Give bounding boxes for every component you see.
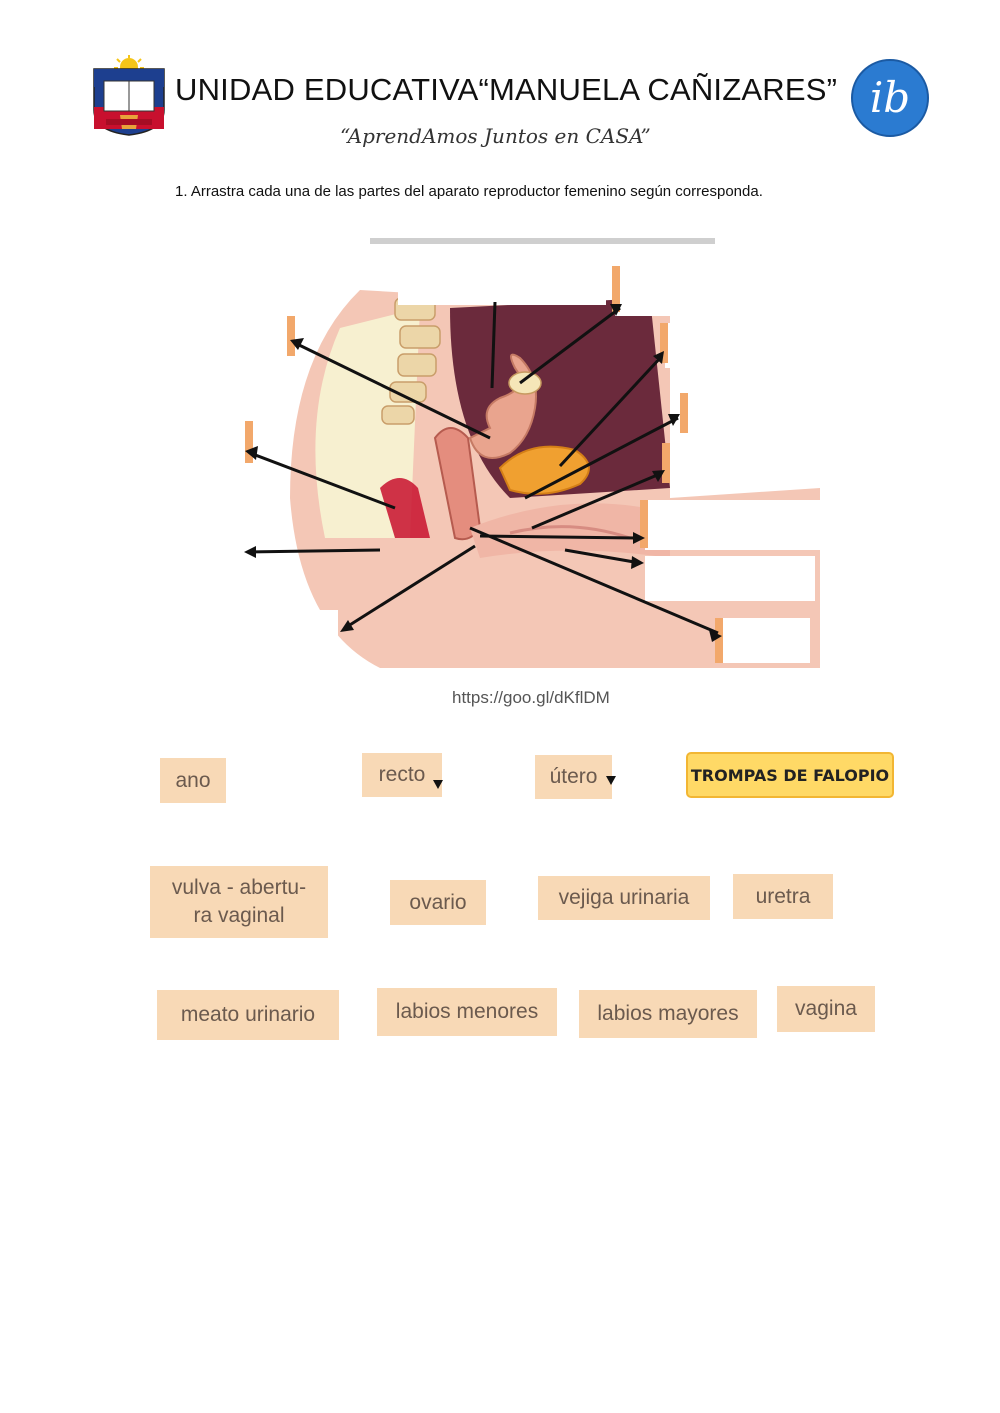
word-labios-menores[interactable]: labios menores (377, 988, 557, 1036)
ib-logo: ib (850, 58, 930, 138)
word-ovario[interactable]: ovario (390, 880, 486, 925)
word-recto[interactable]: recto (362, 753, 442, 797)
instruction-text: 1. Arrastra cada una de las partes del a… (175, 183, 763, 200)
word-utero[interactable]: útero (535, 755, 612, 799)
ib-logo-text: ib (870, 73, 910, 122)
school-crest-logo (90, 55, 168, 137)
word-uretra[interactable]: uretra (733, 874, 833, 919)
arrow-fragment-icon (433, 780, 443, 789)
word-ano[interactable]: ano (160, 758, 226, 803)
word-labios-mayores[interactable]: labios mayores (579, 990, 757, 1038)
word-vagina[interactable]: vagina (777, 986, 875, 1032)
word-vulva-abertura-vaginal[interactable]: vulva - abertu- ra vaginal (150, 866, 328, 938)
word-meato-urinario[interactable]: meato urinario (157, 990, 339, 1040)
word-trompas-de-falopio[interactable]: TROMPAS DE FALOPIO (686, 752, 894, 798)
female-reproductive-system-diagram-icon (153, 238, 840, 688)
word-vejiga-urinaria[interactable]: vejiga urinaria (538, 876, 710, 920)
school-title: UNIDAD EDUCATIVA“MANUELA CAÑIZARES” (175, 72, 838, 107)
motto: “AprendAmos Juntos en CASA” (340, 124, 651, 148)
arrow-fragment-icon (606, 776, 616, 785)
reproductive-diagram: https://goo.gl/dKflDM (150, 238, 850, 708)
diagram-source-url: https://goo.gl/dKflDM (452, 688, 610, 707)
